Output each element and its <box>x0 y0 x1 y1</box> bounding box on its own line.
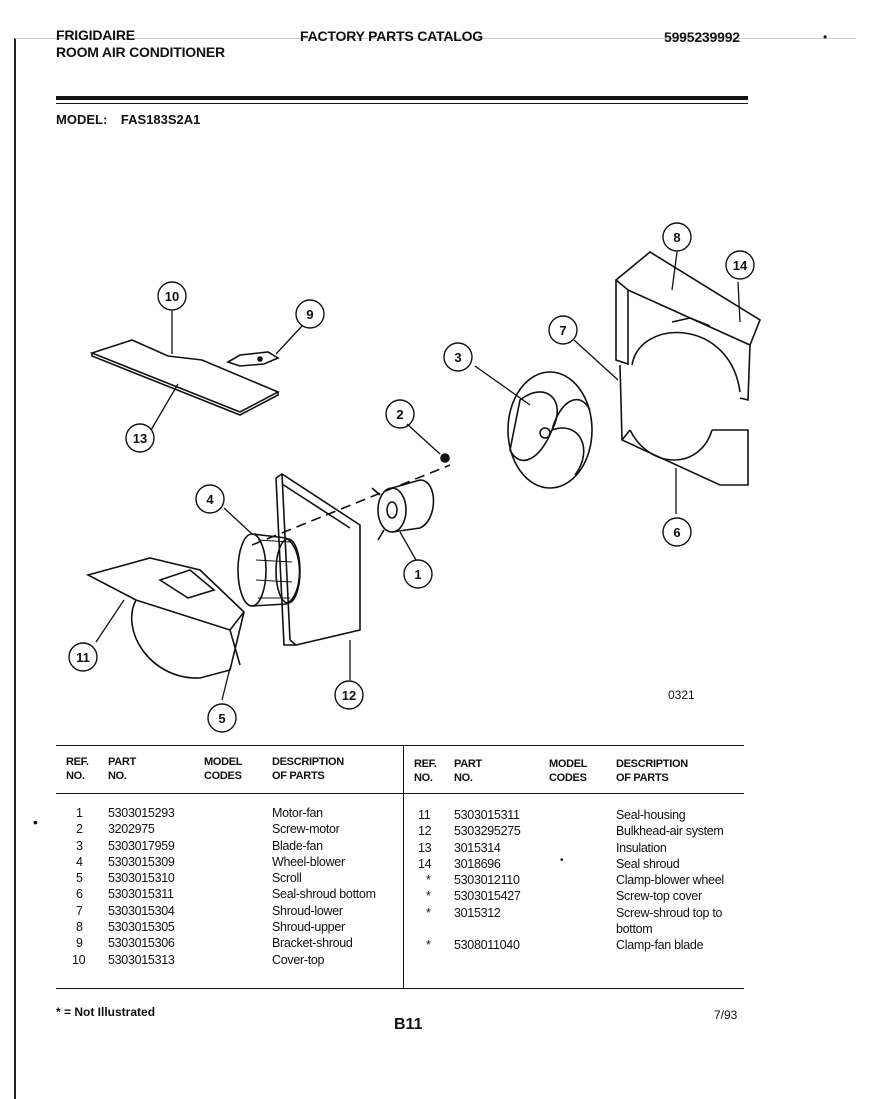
callout-numbers: 1 2 3 4 5 6 7 8 9 10 11 12 13 14 <box>76 230 748 726</box>
callout-4: 4 <box>206 492 214 507</box>
brand-name: FRIGIDAIRE <box>56 27 135 43</box>
callout-circles <box>68 222 755 733</box>
callout-9: 9 <box>306 307 313 322</box>
callout-13: 13 <box>133 431 147 446</box>
footnote: * = Not Illustrated <box>56 1005 156 1019</box>
table-rule-bottom <box>56 988 744 989</box>
callout-2: 2 <box>396 407 403 422</box>
table-rule-header <box>56 793 744 794</box>
header-ref-right: REF.NO. <box>414 758 437 784</box>
callout-8: 8 <box>673 230 680 245</box>
header-rule-thin <box>56 103 748 104</box>
part-cover-top <box>89 339 280 416</box>
callout-11: 11 <box>76 650 90 665</box>
part-wheel-blower <box>237 533 301 607</box>
model-value: FAS183S2A1 <box>120 112 201 127</box>
header-ref: REF.NO. <box>66 756 89 782</box>
header-rule-thick <box>56 96 748 100</box>
figure-code: 0321 <box>668 688 695 702</box>
selection-dot: • <box>33 814 38 830</box>
callout-5: 5 <box>218 711 225 726</box>
catalog-title: FACTORY PARTS CATALOG <box>300 28 483 44</box>
part-bracket-shroud <box>226 351 280 367</box>
part-shroud <box>614 251 761 486</box>
callout-3: 3 <box>454 350 461 365</box>
stray-mark: • <box>560 855 564 866</box>
callout-6: 6 <box>673 525 680 540</box>
callout-12: 12 <box>342 688 356 703</box>
brand-block: FRIGIDAIRE ROOM AIR CONDITIONER <box>56 27 225 61</box>
part-scroll <box>85 557 246 679</box>
callout-7: 7 <box>559 323 566 338</box>
product-line: ROOM AIR CONDITIONER <box>56 44 225 60</box>
table-column-divider <box>403 745 404 989</box>
leader-lines <box>95 251 741 701</box>
model-label: MODEL: <box>56 112 108 127</box>
catalog-page <box>14 38 856 1099</box>
callout-14: 14 <box>733 258 748 273</box>
margin-mark: • <box>823 30 828 44</box>
part-screw-motor <box>440 453 450 463</box>
part-blade-fan <box>507 371 593 489</box>
part-bulkhead <box>275 473 361 646</box>
page-number: B11 <box>394 1016 423 1033</box>
table-rule-top <box>56 745 744 746</box>
exploded-parts-diagram: 1 2 3 4 5 6 7 8 9 10 11 12 13 14 <box>68 222 761 733</box>
part-motor-fan <box>371 479 435 541</box>
table-row: bottom <box>616 922 653 937</box>
callout-10: 10 <box>165 289 179 304</box>
model-line: MODEL: FAS183S2A1 <box>56 112 210 127</box>
callout-1: 1 <box>414 567 421 582</box>
revision-date: 7/93 <box>714 1008 738 1022</box>
catalog-number: 5995239992 <box>664 29 740 45</box>
